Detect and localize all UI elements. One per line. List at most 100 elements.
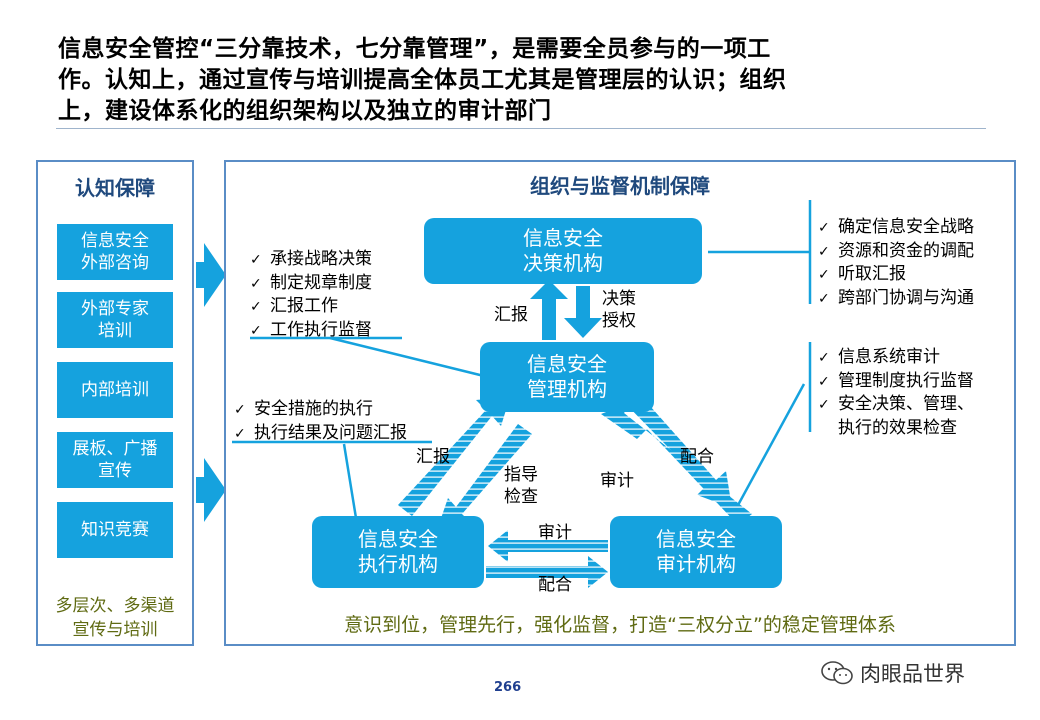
checklist-text: 确定信息安全战略	[838, 217, 974, 237]
checklist-item: ✓ 资源和资金的调配	[818, 240, 974, 264]
node-line: 信息安全	[527, 352, 607, 376]
checklist-text: 安全决策、管理、	[838, 394, 974, 414]
check-icon: ✓	[250, 322, 262, 339]
awareness-item-expert-training: 外部专家培训	[57, 292, 173, 348]
checklist-text: 汇报工作	[270, 296, 338, 316]
check-icon: ✓	[818, 267, 830, 283]
item-line: 培训	[98, 321, 132, 341]
awareness-item-quiz: 知识竞赛	[57, 502, 173, 558]
panel-connector-arrow-bottom	[204, 458, 226, 522]
label-cooperate-mgmt: 配合	[680, 447, 714, 467]
decision-checklist: ✓ 确定信息安全战略 ✓ 资源和资金的调配 ✓ 听取汇报 ✓跨部门协调与沟通	[818, 216, 974, 310]
cooperate-exec-arrow	[486, 556, 608, 588]
check-icon: ✓	[818, 220, 830, 236]
checklist-text: 承接战略决策	[270, 249, 372, 269]
management-node: 信息安全管理机构	[480, 342, 654, 412]
checklist-text: 听取汇报	[838, 264, 906, 284]
checklist-text: 制定规章制度	[270, 272, 372, 293]
checklist-text: 信息系统审计	[838, 347, 940, 367]
label-line: 授权	[602, 311, 636, 331]
awareness-panel: 认知保障 信息安全外部咨询 外部专家培训 内部培训 展板、广播宣传 知识竞赛 多…	[36, 160, 194, 646]
report-up-arrow	[530, 280, 568, 340]
checklist-text: 管理制度执行监督	[838, 370, 974, 391]
label-report-exec: 汇报	[416, 447, 450, 467]
watermark: 肉眼品世界	[820, 658, 965, 688]
checklist-text: 执行结果及问题汇报	[254, 422, 407, 443]
awareness-heading: 认知保障	[75, 176, 155, 200]
node-line: 信息安全	[523, 226, 603, 250]
organization-heading: 组织与监督机制保障	[530, 174, 710, 198]
checklist-item: ✓ 工作执行监督	[250, 319, 372, 343]
checklist-item: ✓ 制定规章制度	[250, 272, 372, 296]
checklist-text: 资源和资金的调配	[838, 240, 974, 261]
item-line: 信息安全	[81, 231, 149, 251]
checklist-item: ✓跨部门协调与沟通	[818, 287, 974, 311]
organization-panel: 组织与监督机制保障	[224, 160, 1016, 646]
slogan: 意识到位，管理先行，强化监督，打造“三权分立”的稳定管理体系	[344, 614, 896, 636]
checklist-connectors	[232, 200, 812, 519]
audit-node: 信息安全审计机构	[610, 516, 782, 588]
label-report-up: 汇报	[494, 305, 528, 325]
cooperate-mgmt-arrow	[620, 388, 732, 508]
checklist-item: ✓ 汇报工作	[250, 295, 372, 319]
check-icon: ✓	[818, 290, 830, 307]
node-line: 信息安全	[358, 527, 438, 551]
checklist-item: ✓ 信息系统审计	[818, 346, 974, 370]
checklist-item: ✓ 听取汇报	[818, 263, 974, 287]
node-line: 审计机构	[656, 552, 736, 576]
label-line: 指导	[504, 465, 538, 485]
decision-down-arrow	[564, 286, 602, 338]
mgmt-list-connector	[329, 336, 485, 378]
label-cooperate-exec: 配合	[538, 575, 572, 595]
title-divider	[56, 128, 986, 129]
audit-bracket-link	[729, 383, 806, 519]
item-line: 外部专家	[81, 299, 149, 319]
check-icon: ✓	[234, 402, 246, 418]
label-guide-check: 指导 检查	[504, 464, 538, 508]
checklist-text: 工作执行监督	[270, 319, 372, 340]
node-line: 管理机构	[527, 377, 607, 401]
check-icon: ✓	[818, 373, 830, 390]
label-line: 决策	[602, 289, 636, 309]
flow-arrows	[232, 200, 812, 588]
guide-check-arrow	[437, 424, 532, 530]
checklist-item: ✓ 管理制度执行监督	[818, 370, 974, 394]
chat-bubbles-icon	[821, 661, 853, 685]
node-line: 决策机构	[523, 251, 603, 275]
check-icon: ✓	[250, 275, 262, 292]
panel-connector-stem-bottom	[196, 477, 206, 503]
footer-line: 宣传与培训	[72, 620, 158, 640]
title-line: 作。认知上，通过宣传与培训提高全体员工尤其是管理层的认识；组织	[58, 67, 787, 93]
audit-exec-arrow	[488, 530, 608, 562]
title-line: 上，建设体系化的组织架构以及独立的审计部门	[58, 98, 552, 124]
label-decision-auth: 决策 授权	[602, 288, 636, 332]
checklist-item: 执行的效果检查	[818, 417, 974, 440]
checklist-item: ✓ 安全措施的执行	[234, 398, 407, 422]
item-line: 外部咨询	[81, 253, 149, 273]
item-line: 内部培训	[81, 380, 149, 400]
page-title: 信息安全管控“三分靠技术，七分靠管理”，是需要全员参与的一项工 作。认知上，通过…	[58, 34, 818, 127]
node-line: 信息安全	[656, 527, 736, 551]
panel-connector-stem-top	[196, 262, 206, 288]
item-line: 展板、广播	[72, 439, 158, 459]
checklist-text: 执行的效果检查	[838, 417, 957, 438]
label-audit-mgmt: 审计	[600, 471, 634, 491]
check-icon: ✓	[818, 350, 830, 366]
awareness-item-consulting: 信息安全外部咨询	[57, 224, 173, 280]
check-icon: ✓	[250, 299, 262, 315]
item-line: 宣传	[98, 461, 132, 481]
management-checklist: ✓承接战略决策 ✓ 制定规章制度 ✓ 汇报工作 ✓ 工作执行监督	[250, 248, 372, 342]
checklist-item: ✓ 确定信息安全战略	[818, 216, 974, 240]
exec-report-arrow	[398, 394, 511, 516]
watermark-text: 肉眼品世界	[860, 662, 965, 686]
checklist-item: ✓承接战略决策	[250, 248, 372, 272]
footer-line: 多层次、多渠道	[55, 596, 175, 616]
node-line: 执行机构	[358, 552, 438, 576]
label-audit-exec: 审计	[538, 523, 572, 543]
label-line: 检查	[504, 487, 538, 507]
audit-checklist: ✓ 信息系统审计 ✓ 管理制度执行监督 ✓安全决策、管理、 执行的效果检查	[818, 346, 974, 439]
checklist-item: ✓安全决策、管理、	[818, 393, 974, 417]
checklist-text: 安全措施的执行	[254, 399, 373, 419]
awareness-item-internal-training: 内部培训	[57, 362, 173, 418]
check-icon: ✓	[818, 243, 830, 260]
